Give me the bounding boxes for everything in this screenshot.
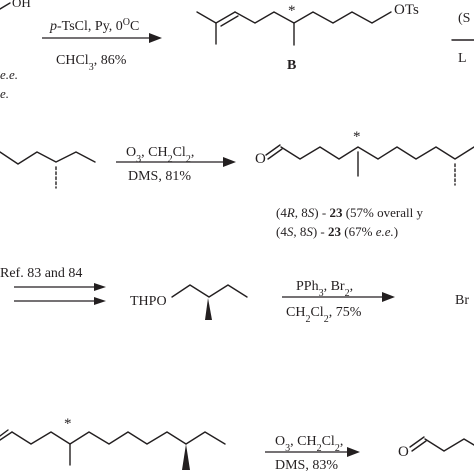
row4-product-partial: O <box>398 436 474 460</box>
partial-ee-label-2: e. <box>0 86 9 101</box>
tosylate-B-structure: * OTs B <box>196 2 419 73</box>
row1-reagents-below: CHCl3, 86% <box>56 53 127 73</box>
partial-ee-label-1: e.e. <box>0 67 18 82</box>
row3-multistep-arrow: Ref. 83 and 84 <box>0 266 106 305</box>
row1-reaction-arrow: p-TsCl, Py, 0OC CHCl3, 86% <box>42 17 162 73</box>
row1-reagents-above: p-TsCl, Py, 0OC <box>49 17 139 35</box>
row4-reagents-below: DMS, 83% <box>275 458 338 473</box>
aldehyde-23-structure: O * <box>255 129 474 186</box>
stereocenter-marker-3: * <box>64 416 72 432</box>
stereocenter-marker: * <box>288 3 296 19</box>
right-partial-label-2: L <box>458 51 467 66</box>
row2-reactant-fragment <box>0 151 96 189</box>
compound-B-label: B <box>287 58 296 73</box>
tosylate-label: OTs <box>394 2 419 18</box>
right-partial-label-1: (S <box>458 11 470 26</box>
row3-reaction-arrow: PPh3, Br2, CH2Cl2, 75% <box>282 279 395 325</box>
row4-reagents-above: O3, CH2Cl2, <box>275 434 343 454</box>
aldehyde-oxygen-label: O <box>255 151 266 167</box>
reference-label: Ref. 83 and 84 <box>0 266 82 281</box>
row2-reagents-below: DMS, 81% <box>128 169 191 184</box>
row3-reagents-below: CH2Cl2, 75% <box>286 305 362 325</box>
row2-reaction-arrow: O3, CH2Cl2, DMS, 81% <box>116 145 236 184</box>
thp-ether-structure: THPO <box>130 284 248 320</box>
row4-aldehyde-oxygen: O <box>398 444 409 460</box>
row4-reactant-fragment: * <box>0 416 226 470</box>
row1-partial-reactant: OH e.e. e. <box>0 0 31 101</box>
bromide-partial-label: Br <box>455 293 469 308</box>
isomer-4R8S-yield: (4R, 8S) - 23 (57% overall y <box>276 205 423 220</box>
thp-ether-label: THPO <box>130 294 167 309</box>
row3-reagents-above: PPh3, Br2, <box>296 279 353 299</box>
partial-hydroxyl-label: OH <box>12 0 31 10</box>
row1-right-partial: (S L <box>451 11 474 66</box>
stereocenter-marker-2: * <box>353 129 361 145</box>
isomer-4S8S-ee: (4S, 8S) - 23 (67% e.e.) <box>276 224 398 239</box>
row2-reagents-above: O3, CH2Cl2, <box>126 145 194 165</box>
row4-reaction-arrow: O3, CH2Cl2, DMS, 83% <box>265 434 360 473</box>
